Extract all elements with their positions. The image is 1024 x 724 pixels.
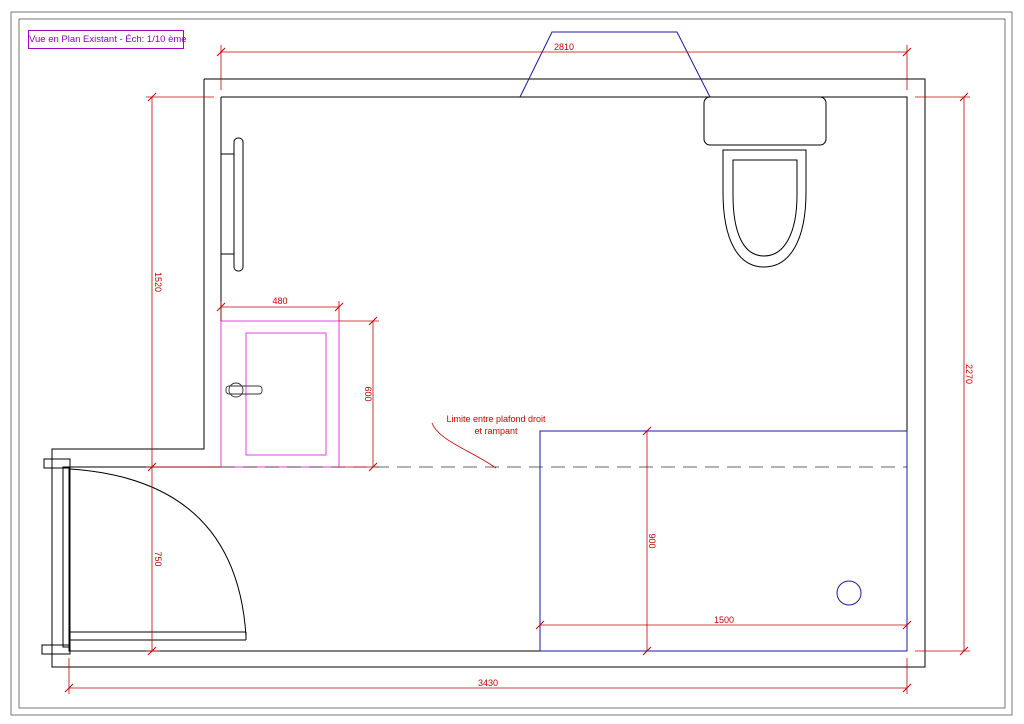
ceiling-annotation-line2: et rampant: [474, 426, 518, 436]
shower-tray: [539, 430, 908, 652]
dimension-ticks: [64, 47, 969, 693]
dim-shower-depth: 900: [647, 533, 657, 548]
dim-right-height: 2270: [964, 364, 974, 384]
walls: [51, 78, 926, 668]
faucet: [225, 382, 263, 398]
dim-shower-width: 1500: [714, 615, 734, 625]
dim-left-lower-height: 750: [153, 551, 163, 566]
roof-window-outline: [519, 31, 711, 98]
dim-sink-width: 480: [272, 296, 287, 306]
towel-rail: [221, 137, 244, 272]
dim-sink-depth: 600: [363, 386, 373, 401]
door: [41, 458, 247, 655]
sheet-frame: [10, 11, 1013, 716]
ceiling-annotation-line1: Limite entre plafond droit: [446, 414, 546, 424]
dim-bottom-width: 3430: [478, 678, 498, 688]
dim-top-width: 2810: [554, 42, 574, 52]
drawing-title: Vue en Plan Existant - Éch: 1/10 ème: [28, 30, 187, 49]
dim-left-upper-height: 1520: [153, 272, 163, 292]
toilet: [703, 96, 827, 268]
